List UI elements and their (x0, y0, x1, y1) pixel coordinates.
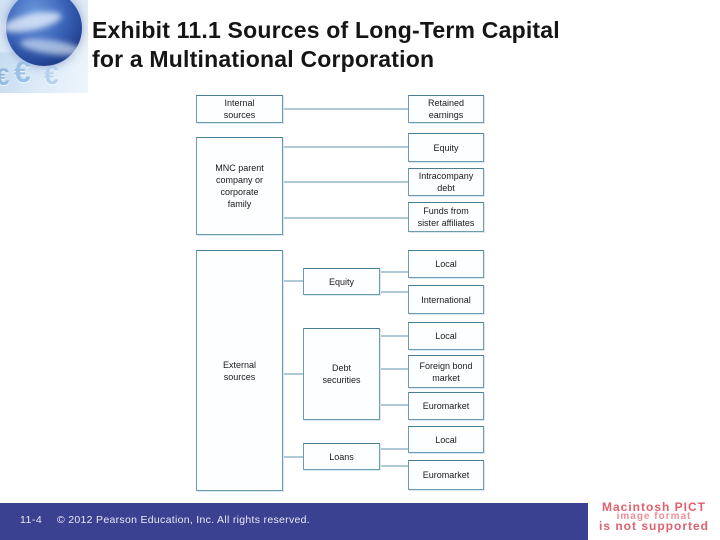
box-equity-internal: Equity (408, 133, 484, 162)
pict-placeholder-line3: is not supported (599, 519, 709, 533)
box-euromarket-loans: Euromarket (408, 460, 484, 490)
pict-placeholder-line1: Macintosh PICT (601, 500, 706, 514)
box-euromarket-debt: Euromarket (408, 392, 484, 420)
pict-placeholder: Macintosh PICT image format is not suppo… (588, 484, 720, 540)
box-debt-securities: Debt securities (303, 328, 380, 420)
box-label: Equity (328, 276, 354, 287)
euro-symbol-icon: € (44, 60, 59, 90)
box-label: International (421, 294, 471, 305)
euro-symbol-icon: € (14, 56, 31, 89)
box-loans: Loans (303, 443, 380, 470)
copyright-text: © 2012 Pearson Education, Inc. All right… (57, 514, 311, 526)
box-label: Foreign bond market (419, 360, 473, 383)
box-label: Retained earnings (427, 98, 465, 120)
pict-placeholder-line2: image format (616, 511, 692, 522)
box-external-sources: External sources (196, 250, 283, 491)
box-foreign-bond-market: Foreign bond market (408, 355, 484, 388)
box-label: MNC parent company or corporate family (215, 163, 264, 209)
box-label: Equity (433, 142, 459, 153)
box-local-loans: Local (408, 426, 484, 453)
box-label: Intracompany debt (418, 171, 474, 193)
euro-symbol-icon: € (0, 64, 10, 91)
box-label: Euromarket (422, 401, 470, 411)
box-intracompany-debt: Intracompany debt (408, 168, 484, 196)
slide-number: 11-4 (20, 514, 43, 526)
box-label: Funds from sister affiliates (417, 206, 475, 228)
box-label: Local (435, 259, 457, 269)
box-equity-external: Equity (303, 268, 380, 295)
box-internal-sources: Internal sources (196, 95, 283, 123)
box-label: External sources (222, 359, 257, 382)
box-retained-earnings: Retained earnings (408, 95, 484, 123)
box-mnc-parent: MNC parent company or corporate family (196, 137, 283, 235)
box-label: Debt securities (322, 363, 361, 385)
slide-title-line2: for a Multinational Corporation (92, 46, 435, 72)
globe-logo-image: € € € (0, 0, 88, 93)
slide-title: Exhibit 11.1 Sources of Long-Term Capita… (92, 16, 712, 74)
slide-title-line1: Exhibit 11.1 Sources of Long-Term Capita… (92, 17, 560, 43)
connector-lines-group (283, 108, 408, 467)
box-local-equity: Local (408, 250, 484, 278)
box-label: Loans (329, 451, 354, 462)
box-funds-sister-affiliates: Funds from sister affiliates (408, 202, 484, 232)
box-label: Internal sources (223, 98, 256, 120)
box-label: Local (435, 331, 457, 341)
box-label: Local (435, 434, 457, 445)
box-local-debt: Local (408, 322, 484, 350)
box-international-equity: International (408, 285, 484, 314)
box-label: Euromarket (422, 470, 470, 480)
